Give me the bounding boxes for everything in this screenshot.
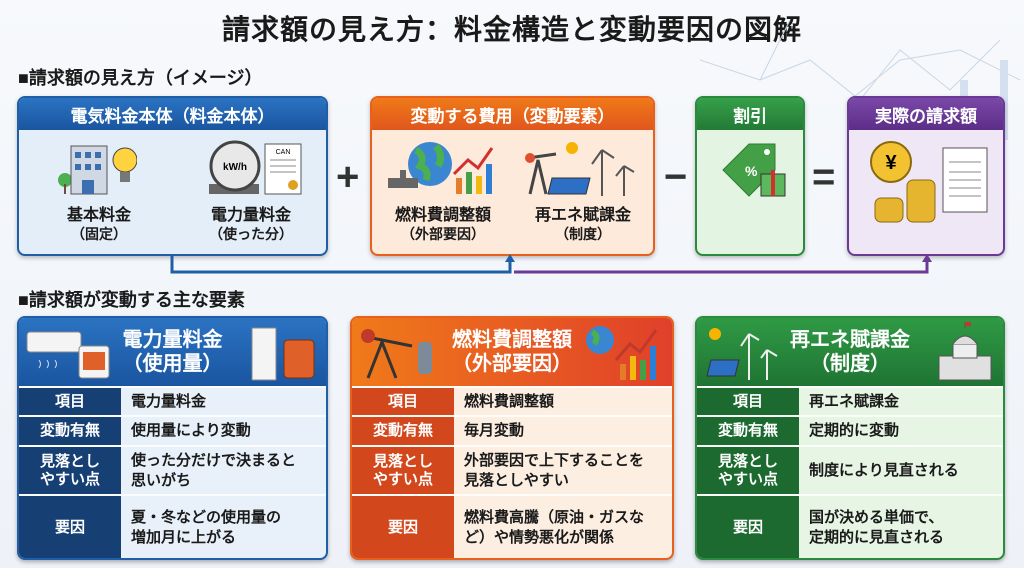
card-energy-charge: 電力量料金（使用量） 項目電力量料金 変動有無使用量により変動 見落とし やすい… (17, 316, 328, 560)
row-label: 見落とし やすい点 (697, 447, 799, 494)
fuel-adjustment-label: 燃料費調整額 (394, 207, 491, 224)
card-table: 項目電力量料金 変動有無使用量により変動 見落とし やすい点使った分だけで決まる… (19, 386, 326, 558)
row-label: 見落とし やすい点 (19, 447, 121, 494)
variable-cost-header: 変動する費用（変動要素） (372, 98, 653, 130)
total-bill-box: 実際の請求額 ¥ (847, 96, 1005, 256)
card-fuel-adjustment: 燃料費調整額（外部要因） 項目燃料費調整額 変動有無毎月変動 見落とし やすい点… (350, 316, 674, 560)
section-heading-variable-factors: ■請求額が変動する主な要素 (18, 290, 245, 310)
card-subtitle: （制度） (810, 353, 890, 375)
discount-tag-icon: % (722, 143, 786, 197)
row-label: 変動有無 (352, 417, 454, 445)
row-value: 燃料費高騰（原油・ガスな ど）や情勢悪化が関係 (464, 509, 645, 546)
row-label: 変動有無 (697, 417, 799, 445)
row-value: 使った分だけで決まると 思いがち (131, 451, 297, 489)
table-row: 見落とし やすい点使った分だけで決まると 思いがち (19, 445, 326, 494)
globe-chart-icon (388, 142, 494, 194)
row-value: 夏・冬などの使用量の 増加月に上がる (131, 509, 282, 546)
air-conditioner-heater-icon (26, 331, 110, 379)
card-subtitle: （使用量） (122, 353, 223, 375)
yen-coins-bill-icon: ¥ (870, 141, 988, 223)
discount-box: 割引 % (695, 96, 805, 256)
table-row: 項目再エネ賦課金 (697, 386, 1003, 415)
table-row: 要因燃料費高騰（原油・ガスな ど）や情勢悪化が関係 (352, 494, 672, 558)
row-value: 毎月変動 (464, 422, 525, 439)
card-subtitle: （外部要因） (452, 353, 572, 375)
svg-text:%: % (745, 163, 758, 179)
row-value: 電力量料金 (131, 392, 207, 410)
solar-wind-icon (706, 328, 778, 380)
meter-label: kW/h (223, 162, 247, 173)
row-label: 変動有無 (19, 417, 121, 445)
basic-charge-sub: （固定） (71, 226, 127, 242)
table-row: 要因国が決める単価で、 定期的に見直される (697, 494, 1003, 558)
row-label: 要因 (19, 496, 121, 558)
table-row: 変動有無定期的に変動 (697, 415, 1003, 445)
table-row: 項目電力量料金 (19, 386, 326, 415)
card-table: 項目燃料費調整額 変動有無毎月変動 見落とし やすい点外部要因で上下することを … (352, 386, 672, 558)
card-title: 燃料費調整額 (452, 329, 572, 351)
row-label: 項目 (697, 388, 799, 415)
base-charge-header: 電気料金本体（料金本体） (19, 98, 326, 130)
fuel-adjustment-sub: （外部要因） (401, 226, 485, 242)
plus-sign: + (336, 155, 360, 199)
row-value: 再エネ賦課金 (809, 392, 900, 410)
globe-chart-icon (586, 326, 658, 380)
row-label: 項目 (352, 388, 454, 415)
total-bill-header: 実際の請求額 (849, 98, 1003, 130)
connector-lines (170, 254, 932, 274)
table-row: 見落とし やすい点制度により見直される (697, 445, 1003, 494)
card-renewable-levy: 再エネ賦課金（制度） 項目再エネ賦課金 変動有無定期的に変動 見落とし やすい点… (695, 316, 1005, 560)
row-value: 制度により見直される (809, 461, 959, 479)
oil-pump-gas-icon (361, 329, 432, 379)
basic-charge-label: 基本料金 (66, 207, 131, 224)
table-row: 変動有無使用量により変動 (19, 415, 326, 445)
row-label: 要因 (697, 496, 799, 558)
renewable-levy-sub: （制度） (555, 226, 611, 242)
meter-contract-icon: kW/h CAN (209, 140, 302, 195)
building-bulb-icon (58, 145, 137, 195)
row-label: 項目 (19, 388, 121, 415)
minus-sign: − (664, 155, 688, 199)
renewable-levy-item: 再エネ賦課金 （制度） (518, 206, 648, 244)
row-value: 燃料費調整額 (464, 392, 555, 410)
energy-charge-sub: （使った分） (209, 226, 293, 242)
base-charge-box: 電気料金本体（料金本体） kW/h CAN 基本料金 （固定） 電力量料金 （使った… (17, 96, 328, 256)
renewable-levy-label: 再エネ賦課金 (534, 207, 631, 224)
energy-charge-item: 電力量料金 （使った分） (191, 206, 311, 244)
svg-text:¥: ¥ (885, 152, 897, 174)
card-title: 電力量料金 (122, 329, 223, 351)
table-row: 項目燃料費調整額 (352, 386, 672, 415)
equals-sign: = (812, 155, 836, 199)
section-heading-bill-view: ■請求額の見え方（イメージ） (18, 68, 263, 88)
variable-cost-box: 変動する費用（変動要素） 燃料費調整額 （外部要因） 再エネ賦課金 （制度） (370, 96, 655, 256)
energy-charge-label: 電力量料金 (210, 207, 291, 224)
table-row: 要因夏・冬などの使用量の 増加月に上がる (19, 494, 326, 558)
row-value: 定期的に変動 (809, 422, 900, 439)
row-label: 要因 (352, 496, 454, 558)
fuel-adjustment-item: 燃料費調整額 （外部要因） (378, 206, 508, 244)
page-title: 請求額の見え方：料金構造と変動要因の図解 (221, 14, 802, 45)
discount-header: 割引 (697, 98, 803, 130)
table-row: 変動有無毎月変動 (352, 415, 672, 445)
row-value: 国が決める単価で、 定期的に見直される (809, 509, 945, 546)
fan-heater-icon (251, 327, 315, 381)
government-building-icon (938, 322, 992, 381)
table-row: 見落とし やすい点外部要因で上下することを 見落としやすい (352, 445, 672, 494)
card-table: 項目再エネ賦課金 変動有無定期的に変動 見落とし やすい点制度により見直される … (697, 386, 1003, 558)
row-label: 見落とし やすい点 (352, 447, 454, 494)
row-value: 使用量により変動 (131, 422, 251, 439)
basic-charge-item: 基本料金 （固定） (39, 206, 159, 244)
document-label: CAN (276, 149, 291, 156)
card-title: 再エネ賦課金 (790, 329, 910, 351)
renewable-icon (525, 142, 635, 196)
row-value: 外部要因で上下することを 見落としやすい (464, 451, 645, 489)
